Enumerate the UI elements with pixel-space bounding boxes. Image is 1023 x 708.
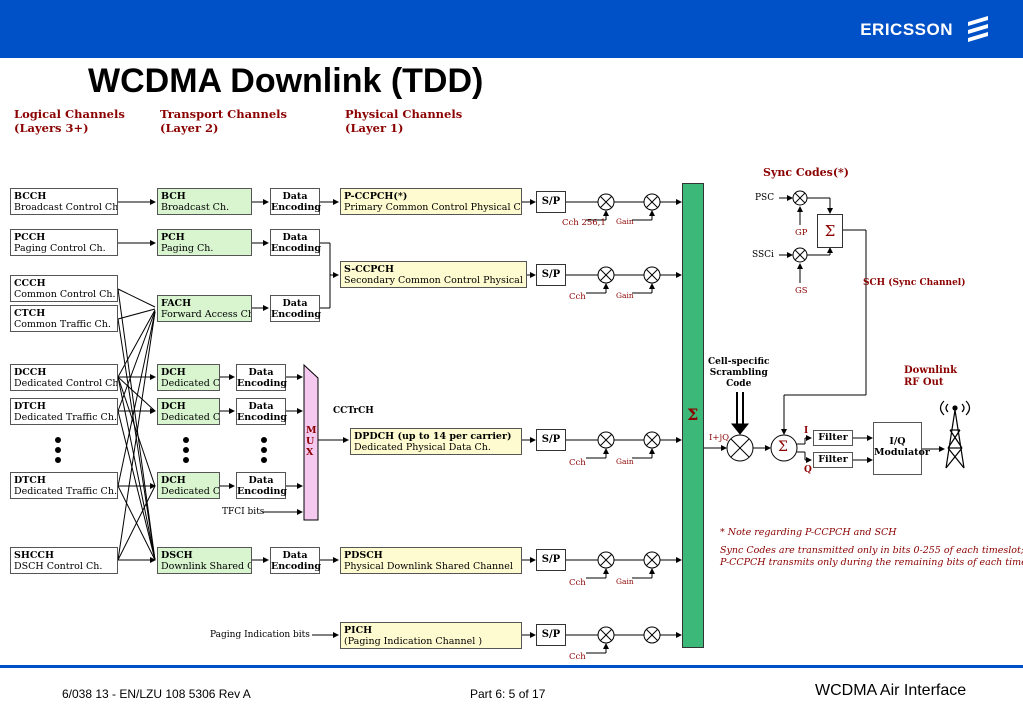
data-encoding-fach: Data Encoding — [270, 295, 321, 322]
sync-codes-title: Sync Codes(*) — [763, 166, 849, 179]
i-branch-label: I — [804, 426, 809, 436]
gs-label: GS — [795, 286, 808, 296]
ellipsis-dots — [55, 437, 267, 463]
data-encoding-bch: Data Encoding — [270, 188, 321, 215]
channel-code-label: Cch — [569, 292, 586, 302]
physical-pich: PICH(Paging Indication Channel ) — [340, 622, 522, 649]
footer-doc-id: 6/038 13 - EN/LZU 108 5306 Rev A — [62, 687, 251, 701]
header-bar: ERICSSON — [0, 0, 1023, 58]
iq-modulator: I/Q Modulator — [873, 422, 930, 475]
filter-q: Filter — [813, 452, 853, 468]
iq-input-label: I+jQ — [709, 433, 730, 443]
combiner-sum-symbol: Σ — [778, 439, 788, 455]
transport-channels-header: Transport Channels (Layer 2) — [160, 107, 287, 135]
gain-label: Gain — [616, 457, 634, 466]
data-encoding-dch-1: Data Encoding — [236, 364, 287, 391]
mux-label: M U X — [306, 425, 317, 458]
note-title: * Note regarding P-CCPCH and SCH — [720, 527, 897, 538]
footer-page: Part 6: 5 of 17 — [470, 687, 546, 701]
tfci-label: TFCI bits — [222, 507, 265, 517]
sp-converter-sccpch: S/P — [536, 264, 566, 286]
data-encoding-dch-2: Data Encoding — [236, 398, 287, 425]
note-line-2: P-CCPCH transmits only during the remain… — [720, 557, 1023, 568]
brand-name: ERICSSON — [860, 20, 953, 39]
scrambling-code-label: Cell-specific Scrambling Code — [708, 357, 770, 389]
physical-channels-header: Physical Channels (Layer 1) — [345, 107, 463, 135]
gp-label: GP — [795, 228, 808, 238]
channel-code-label: Cch — [569, 578, 586, 588]
gain-label: Gain — [616, 217, 634, 226]
data-encoding-dsch: Data Encoding — [270, 547, 321, 574]
channel-code-label: Cch — [569, 652, 586, 662]
summation-symbol: Σ — [687, 405, 699, 424]
physical-dpdch: DPDCH (up to 14 per carrier)Dedicated Ph… — [350, 428, 522, 455]
logical-channels-header: Logical Channels (Layers 3+) — [14, 107, 125, 135]
psc-label: PSC — [755, 193, 775, 203]
physical-pccpch: P-CCPCH(*)Primary Common Control Physica… — [340, 188, 522, 215]
mux-shape — [303, 363, 319, 521]
filter-i: Filter — [813, 430, 853, 446]
sch-label: SCH (Sync Channel) — [863, 278, 966, 288]
q-branch-label: Q — [804, 465, 812, 475]
ssc-label: SSCi — [752, 250, 774, 260]
channel-code-label: Cch — [569, 458, 586, 468]
footer-divider — [0, 665, 1023, 668]
page-title: WCDMA Downlink (TDD) — [88, 62, 484, 100]
data-encoding-dch-n: Data Encoding — [236, 472, 287, 499]
sp-converter-pich: S/P — [536, 624, 566, 646]
footer-course: WCDMA Air Interface — [815, 682, 967, 699]
sp-converter-dpdch: S/P — [536, 429, 566, 451]
data-encoding-pch: Data Encoding — [270, 229, 321, 256]
antenna-tower-icon — [939, 400, 971, 469]
note-line-1: Sync Codes are transmitted only in bits … — [720, 545, 1023, 556]
gain-label: Gain — [616, 577, 634, 586]
paging-indication-label: Paging Indication bits — [210, 630, 310, 640]
channel-code-label: Cch 256,1 — [562, 218, 606, 228]
gain-label: Gain — [616, 291, 634, 300]
sp-converter-pdsch: S/P — [536, 549, 566, 571]
ericsson-logo-icon — [968, 16, 988, 42]
sp-converter-pccpch: S/P — [536, 191, 566, 213]
sync-sum-box: Σ — [817, 214, 843, 248]
cctrch-label: CCTrCH — [333, 406, 374, 416]
rf-out-label: Downlink RF Out — [904, 365, 958, 388]
summation-bar — [682, 183, 704, 648]
